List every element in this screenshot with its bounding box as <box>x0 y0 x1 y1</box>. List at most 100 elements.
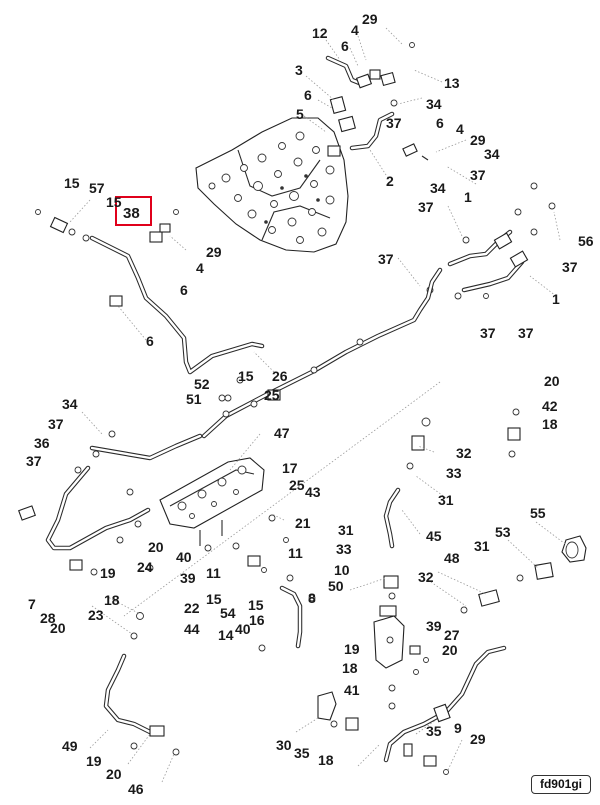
center-lower-tube <box>258 585 316 652</box>
callout-label: 7 <box>28 596 36 612</box>
callout-label: 31 <box>474 538 490 554</box>
callout-label: 32 <box>418 569 434 585</box>
callout-label: 37 <box>562 259 578 275</box>
callout-label: 49 <box>62 738 78 754</box>
callout-label: 52 <box>194 376 210 392</box>
leader-lines <box>69 27 569 783</box>
callout-label: 50 <box>328 578 344 594</box>
callout-label: 23 <box>88 607 104 623</box>
callout-label: 11 <box>288 545 303 561</box>
callout-label: 17 <box>282 460 298 476</box>
callout-label: 20 <box>544 373 560 389</box>
callout-label: 36 <box>34 435 50 451</box>
callout-label: 18 <box>342 660 358 676</box>
callout-label: 40 <box>176 549 192 565</box>
callout-label: 53 <box>495 524 511 540</box>
callout-label: 3 <box>295 62 303 78</box>
callout-label: 1 <box>552 291 560 307</box>
callout-label: 6 <box>146 333 154 349</box>
callout-label: 19 <box>344 641 360 657</box>
callout-label: 6 <box>341 38 349 54</box>
callout-label: 37 <box>418 199 434 215</box>
callout-label: 37 <box>518 325 534 341</box>
callout-label: 20 <box>50 620 66 636</box>
callout-label: 31 <box>338 522 354 538</box>
upper-tube-assemblies <box>325 42 429 161</box>
diagram-reference-label: fd901gi <box>531 775 591 794</box>
callout-label: 33 <box>446 465 462 481</box>
callout-label: 5 <box>296 106 304 122</box>
callout-label: 6 <box>436 115 444 131</box>
callout-label: 29 <box>470 132 486 148</box>
callout-label: 29 <box>362 11 378 27</box>
callout-label: 13 <box>444 75 460 91</box>
callout-label: 25 <box>264 387 280 403</box>
callout-label: 20 <box>106 766 122 782</box>
callout-label: 29 <box>470 731 486 747</box>
manifold-block <box>116 394 294 582</box>
center-right-tube <box>383 408 521 549</box>
callout-label: 21 <box>295 515 311 531</box>
highlight-box <box>115 196 152 226</box>
callout-label: 20 <box>148 539 164 555</box>
callout-label: 19 <box>86 753 102 769</box>
callout-label: 33 <box>336 541 352 557</box>
callout-label: 31 <box>438 492 454 508</box>
callout-label: 51 <box>186 391 202 407</box>
callout-label: 48 <box>444 550 460 566</box>
callout-label: 37 <box>386 115 402 131</box>
callout-label: 34 <box>426 96 442 112</box>
callout-label: 55 <box>530 505 546 521</box>
callout-label: 28 <box>40 610 56 626</box>
callout-label: 37 <box>48 416 64 432</box>
callout-label: 37 <box>480 325 496 341</box>
callout-label: 27 <box>444 627 460 643</box>
callout-label: 29 <box>206 244 222 260</box>
left-lower-tube <box>18 430 203 576</box>
callout-label: 1 <box>464 189 472 205</box>
callout-label: 26 <box>272 368 288 384</box>
callout-label: 45 <box>426 528 442 544</box>
callout-label: 34 <box>430 180 446 196</box>
callout-label: 9 <box>454 720 462 736</box>
lower-right-valve <box>373 575 429 710</box>
callout-label: 19 <box>100 565 116 581</box>
callout-label: 10 <box>334 562 350 578</box>
callout-label: 15 <box>248 597 264 613</box>
callout-label-highlighted: 38 <box>123 205 140 222</box>
cross-tube <box>201 267 443 439</box>
callout-label: 41 <box>344 682 360 698</box>
callout-label: 20 <box>442 642 458 658</box>
callout-label: 18 <box>318 752 334 768</box>
callout-label: 18 <box>542 416 558 432</box>
callout-label: 15 <box>64 175 80 191</box>
callout-label: 8 <box>308 590 316 606</box>
callout-label: 6 <box>304 87 312 103</box>
right-fittings <box>460 535 587 614</box>
callout-label: 12 <box>312 25 328 41</box>
callout-label: 35 <box>294 745 310 761</box>
callout-label: 22 <box>184 600 200 616</box>
callout-label: 4 <box>456 121 464 137</box>
callout-label: 46 <box>128 781 144 797</box>
callout-label: 34 <box>62 396 78 412</box>
callout-label: 2 <box>386 173 394 189</box>
callout-label: 40 <box>235 621 251 637</box>
lower-right-tube <box>317 645 507 775</box>
callout-label: 30 <box>276 737 292 753</box>
callout-label: 57 <box>89 180 105 196</box>
callout-label: 54 <box>220 605 236 621</box>
callout-label: 4 <box>351 22 359 38</box>
callout-numbers: 29 12 4 6 3 13 6 5 34 37 6 4 29 2 34 34 … <box>26 11 594 797</box>
callout-label: 35 <box>426 723 442 739</box>
callout-label: 37 <box>26 453 42 469</box>
callout-label: 25 <box>289 477 305 493</box>
left-long-tube <box>35 209 265 375</box>
callout-label: 18 <box>104 592 120 608</box>
callout-label: 32 <box>456 445 472 461</box>
callout-label: 15 <box>106 194 122 210</box>
callout-label: 37 <box>470 167 486 183</box>
callout-label: 11 <box>206 565 221 581</box>
callout-label: 4 <box>196 260 204 276</box>
